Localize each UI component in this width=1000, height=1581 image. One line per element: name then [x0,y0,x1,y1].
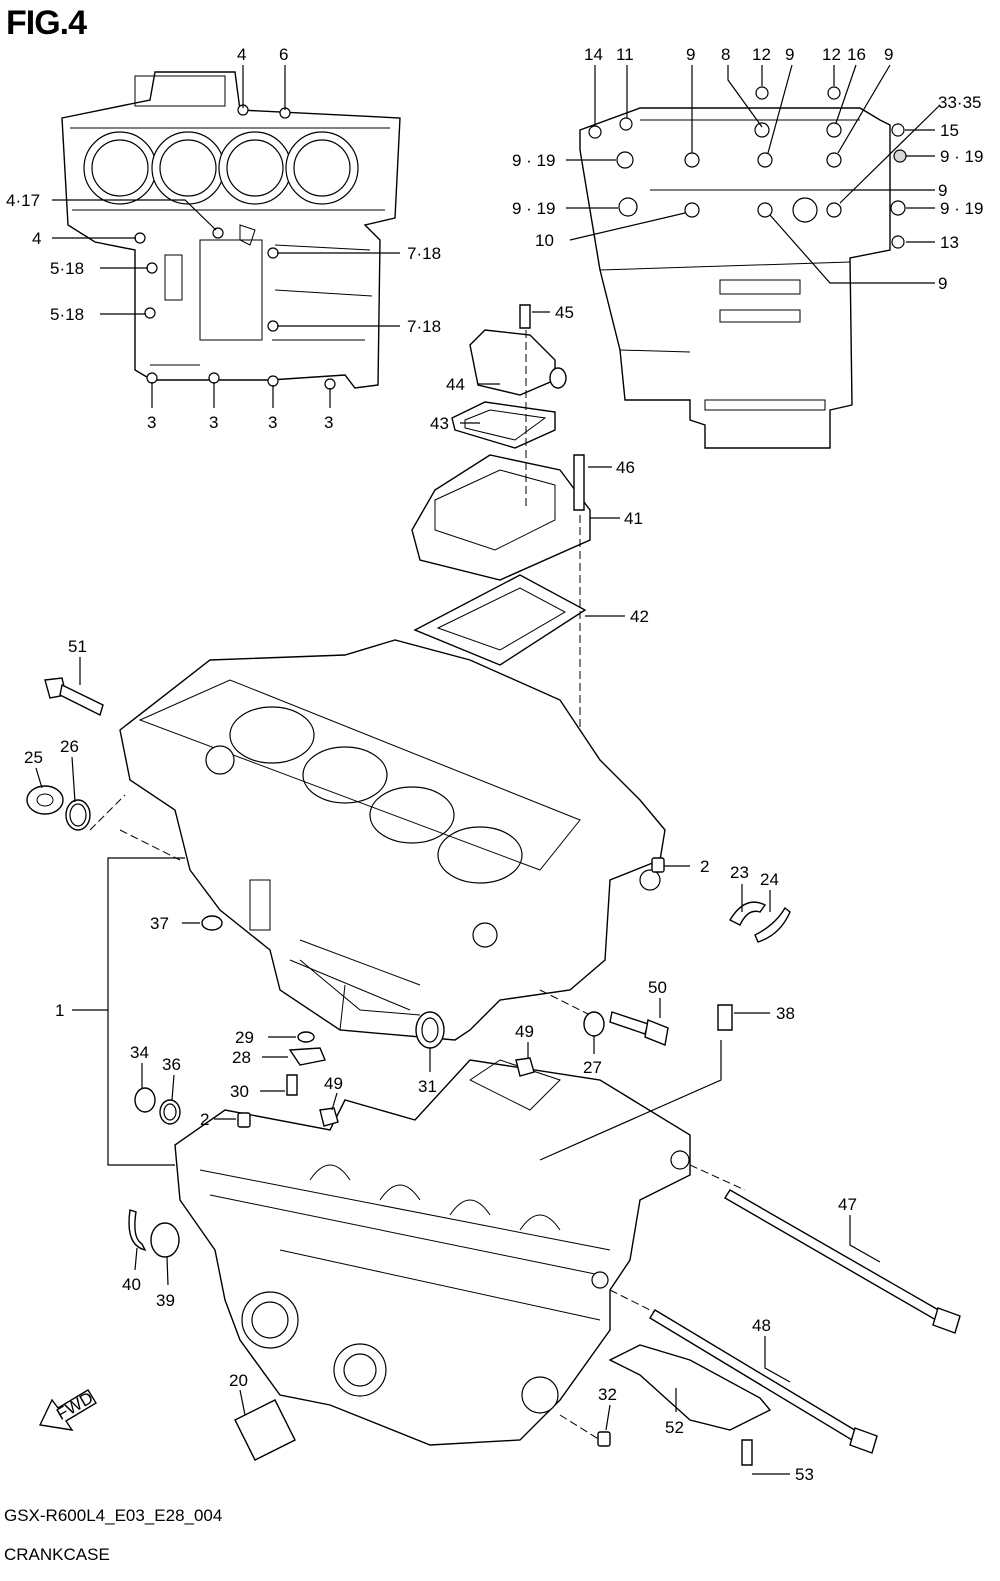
callout-3: 3 [209,413,218,432]
callout-50: 50 [648,978,667,997]
figure-name: CRANKCASE [4,1545,110,1564]
callout-1: 1 [55,1001,64,1020]
callout-51: 51 [68,637,87,656]
callout-7-18: 7·18 [407,244,441,263]
callout-23: 23 [730,863,749,882]
callout-9: 9 [785,45,794,64]
callout-46: 46 [616,458,635,477]
callout-25: 25 [24,748,43,767]
lower-crankcase [174,1059,746,1446]
callout-53: 53 [795,1465,814,1484]
breather-cover-assembly [411,304,591,740]
callout-3: 3 [147,413,156,432]
callout-45: 45 [555,303,574,322]
upper-case-bolt-pattern [61,71,401,390]
callout-44: 44 [446,375,465,394]
callout-49: 49 [324,1074,343,1093]
fwd-label: FWD [53,1388,96,1424]
callout-12: 12 [752,45,771,64]
callout-41: 41 [624,509,643,528]
small-parts [26,677,961,1466]
callout-9-19: 9 · 19 [512,199,555,218]
callout-33-35: 33·35 [938,93,981,112]
upper-crankcase [89,639,666,1041]
callout-6: 6 [279,45,288,64]
callout-7-18: 7·18 [407,317,441,336]
callout-40: 40 [122,1275,141,1294]
callout-9: 9 [884,45,893,64]
callout-20: 20 [229,1371,248,1390]
callout-29: 29 [235,1028,254,1047]
callout-27: 27 [583,1058,602,1077]
callout-4-17: 4·17 [6,191,40,210]
figure-code: GSX-R600L4_E03_E28_004 [4,1506,223,1525]
callout-28: 28 [232,1048,251,1067]
callout-24: 24 [760,870,779,889]
callout-3: 3 [324,413,333,432]
callout-9-19: 9 · 19 [940,147,983,166]
callout-3: 3 [268,413,277,432]
callout-9-19: 9 · 19 [940,199,983,218]
callout-2: 2 [200,1110,209,1129]
callout-4: 4 [32,229,41,248]
callout-9: 9 [938,181,947,200]
callout-34: 34 [130,1043,149,1062]
callout-14: 14 [584,45,603,64]
callout-31: 31 [418,1077,437,1096]
callout-43: 43 [430,414,449,433]
callout-15: 15 [940,121,959,140]
callout-13: 13 [940,233,959,252]
figure-title: FIG.4 [6,4,87,42]
callout-10: 10 [535,231,554,250]
callout-2: 2 [700,857,709,876]
lower-case-bolt-pattern [579,86,907,449]
callout-4: 4 [237,45,246,64]
callout-36: 36 [162,1055,181,1074]
callout-47: 47 [838,1195,857,1214]
callout-9-19: 9 · 19 [512,151,555,170]
callout-8: 8 [721,45,730,64]
callout-42: 42 [630,607,649,626]
callout-9: 9 [686,45,695,64]
callout-5-18: 5·18 [50,259,84,278]
callout-38: 38 [776,1004,795,1023]
callout-49: 49 [515,1022,534,1041]
callout-12: 12 [822,45,841,64]
callout-11: 11 [616,45,634,64]
fwd-arrow-icon: FWD [38,1388,97,1431]
callout-9: 9 [938,274,947,293]
callout-52: 52 [665,1418,684,1437]
callout-39: 39 [156,1291,175,1310]
callout-48: 48 [752,1316,771,1335]
leader-lines [35,64,941,1475]
callout-37: 37 [150,914,169,933]
callout-26: 26 [60,737,79,756]
callout-labels: 4 6 4·17 4 5·18 5·18 7·18 7·18 3 3 3 3 1… [6,45,983,1484]
callout-32: 32 [598,1385,617,1404]
callout-5-18: 5·18 [50,305,84,324]
callout-16: 16 [847,45,866,64]
callout-30: 30 [230,1082,249,1101]
